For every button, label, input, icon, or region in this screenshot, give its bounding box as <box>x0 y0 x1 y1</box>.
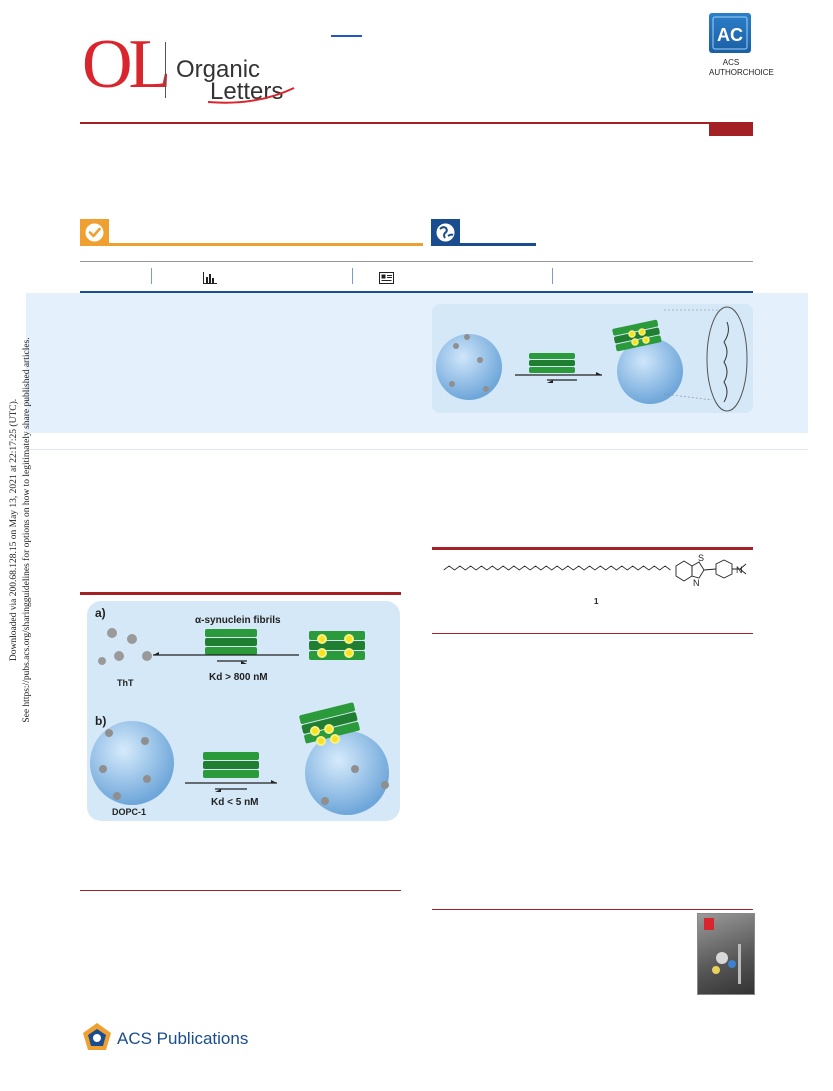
article-recommendations-icon[interactable] <box>379 271 394 289</box>
logo-swoosh <box>207 87 295 104</box>
fibril-bundle-b <box>203 752 259 778</box>
download-notice: Downloaded via 200.68.128.15 on May 13, … <box>5 330 37 730</box>
metrics-separator <box>151 268 152 284</box>
figure-rule-bottom <box>80 890 401 891</box>
journal-cover-thumbnail[interactable] <box>697 913 755 995</box>
metrics-icon[interactable] <box>203 271 217 289</box>
atom-n-label: N <box>693 578 700 588</box>
download-notice-line2: See https://pubs.acs.org/sharingguidelin… <box>22 337 32 723</box>
header-rule <box>80 122 753 124</box>
figure-1: a) α-synuclein fibrils ThT Kd > 800 nM b… <box>87 601 400 821</box>
fibril-bundle-a <box>205 629 257 655</box>
tht-label: ThT <box>117 678 134 688</box>
atom-n2-label: N <box>736 565 743 575</box>
journal-logo-initials: OL <box>82 26 171 103</box>
publisher-name: ACS Publications <box>117 1029 249 1048</box>
toc-graphic <box>432 304 753 413</box>
vesicle-sphere-b1 <box>90 721 174 805</box>
compound-structure: S N N 1 <box>443 553 747 606</box>
fibrils-label: α-synuclein fibrils <box>195 615 281 626</box>
vesicle-sphere-b2 <box>305 731 389 815</box>
cover-rule <box>432 909 753 910</box>
vesicle-sphere <box>617 338 683 404</box>
fibril-bound-a <box>309 631 365 660</box>
authorchoice-line2: AUTHORCHOICE <box>709 68 774 77</box>
fibril-bundle <box>529 353 575 373</box>
cite-this-underline <box>109 243 423 246</box>
metrics-separator <box>352 268 353 284</box>
globe-icon <box>431 219 460 246</box>
chart-rule-top <box>432 547 753 550</box>
authorchoice-label: ACS AUTHORCHOICE <box>709 58 774 78</box>
atom-s-label: S <box>698 553 704 563</box>
check-icon <box>80 219 109 246</box>
journal-name-line1: Organic <box>176 56 261 83</box>
vesicle-sphere <box>436 334 502 400</box>
logo-divider <box>165 42 166 98</box>
compound-number: 1 <box>594 597 599 606</box>
read-online-underline <box>460 243 536 246</box>
kd-b-label: Kd < 5 nM <box>211 797 259 808</box>
panel-b-label: b) <box>95 714 106 728</box>
authorchoice-line1: ACS <box>722 58 740 67</box>
metrics-separator <box>552 268 553 284</box>
journal-name-line2: Letters <box>210 78 284 105</box>
tht-molecules <box>98 628 152 665</box>
acs-logo-icon <box>83 1023 111 1050</box>
letter-type-tab <box>709 122 753 136</box>
abstract-divider <box>26 449 808 450</box>
download-notice-line1: Downloaded via 200.68.128.15 on May 13, … <box>9 398 19 662</box>
metrics-bar-top-rule <box>80 261 753 262</box>
benzothiazolium-core <box>675 559 747 582</box>
panel-a-label: a) <box>95 606 106 620</box>
authorchoice-badge-text: AC <box>717 25 743 45</box>
chart-rule-bottom <box>432 633 753 634</box>
dopc-label: DOPC-1 <box>112 807 146 817</box>
kd-a-label: Kd > 800 nM <box>209 672 268 683</box>
figure-rule-top <box>80 592 401 595</box>
header-link-underline[interactable] <box>331 35 362 37</box>
authorchoice-badge: AC <box>709 13 751 53</box>
metrics-bar-bottom-rule <box>80 291 753 293</box>
